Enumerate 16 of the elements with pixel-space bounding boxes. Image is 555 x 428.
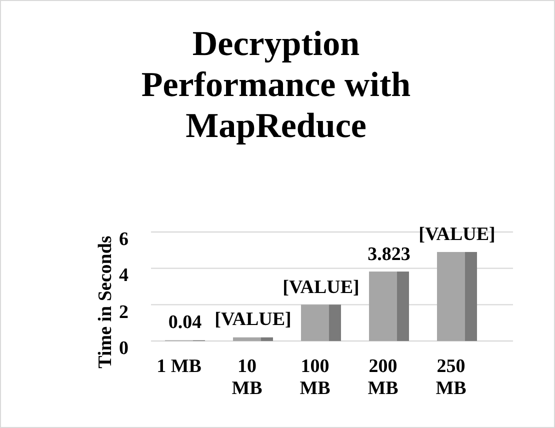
value-label: [VALUE] bbox=[418, 224, 496, 246]
x-tick-label: 100 MB bbox=[298, 356, 332, 400]
y-tick-label: 2 bbox=[119, 302, 128, 324]
y-tick-label: 0 bbox=[119, 338, 128, 360]
y-axis-title: Time in Seconds bbox=[95, 234, 117, 370]
value-label: [VALUE] bbox=[214, 309, 292, 332]
y-tick-label: 6 bbox=[119, 229, 128, 251]
chart-title: Decryption Performance with MapReduce bbox=[140, 23, 412, 146]
value-label: 3.823 bbox=[368, 244, 410, 266]
x-tick-label: 250 MB bbox=[434, 356, 468, 400]
x-tick-label: 1 MB bbox=[156, 356, 202, 378]
x-tick-label: 10 MB bbox=[230, 356, 264, 400]
x-tick-label: 200 MB bbox=[366, 356, 400, 400]
value-label: 0.04 bbox=[168, 312, 202, 334]
y-tick-label: 4 bbox=[119, 265, 128, 288]
value-label: [VALUE] bbox=[282, 276, 360, 299]
